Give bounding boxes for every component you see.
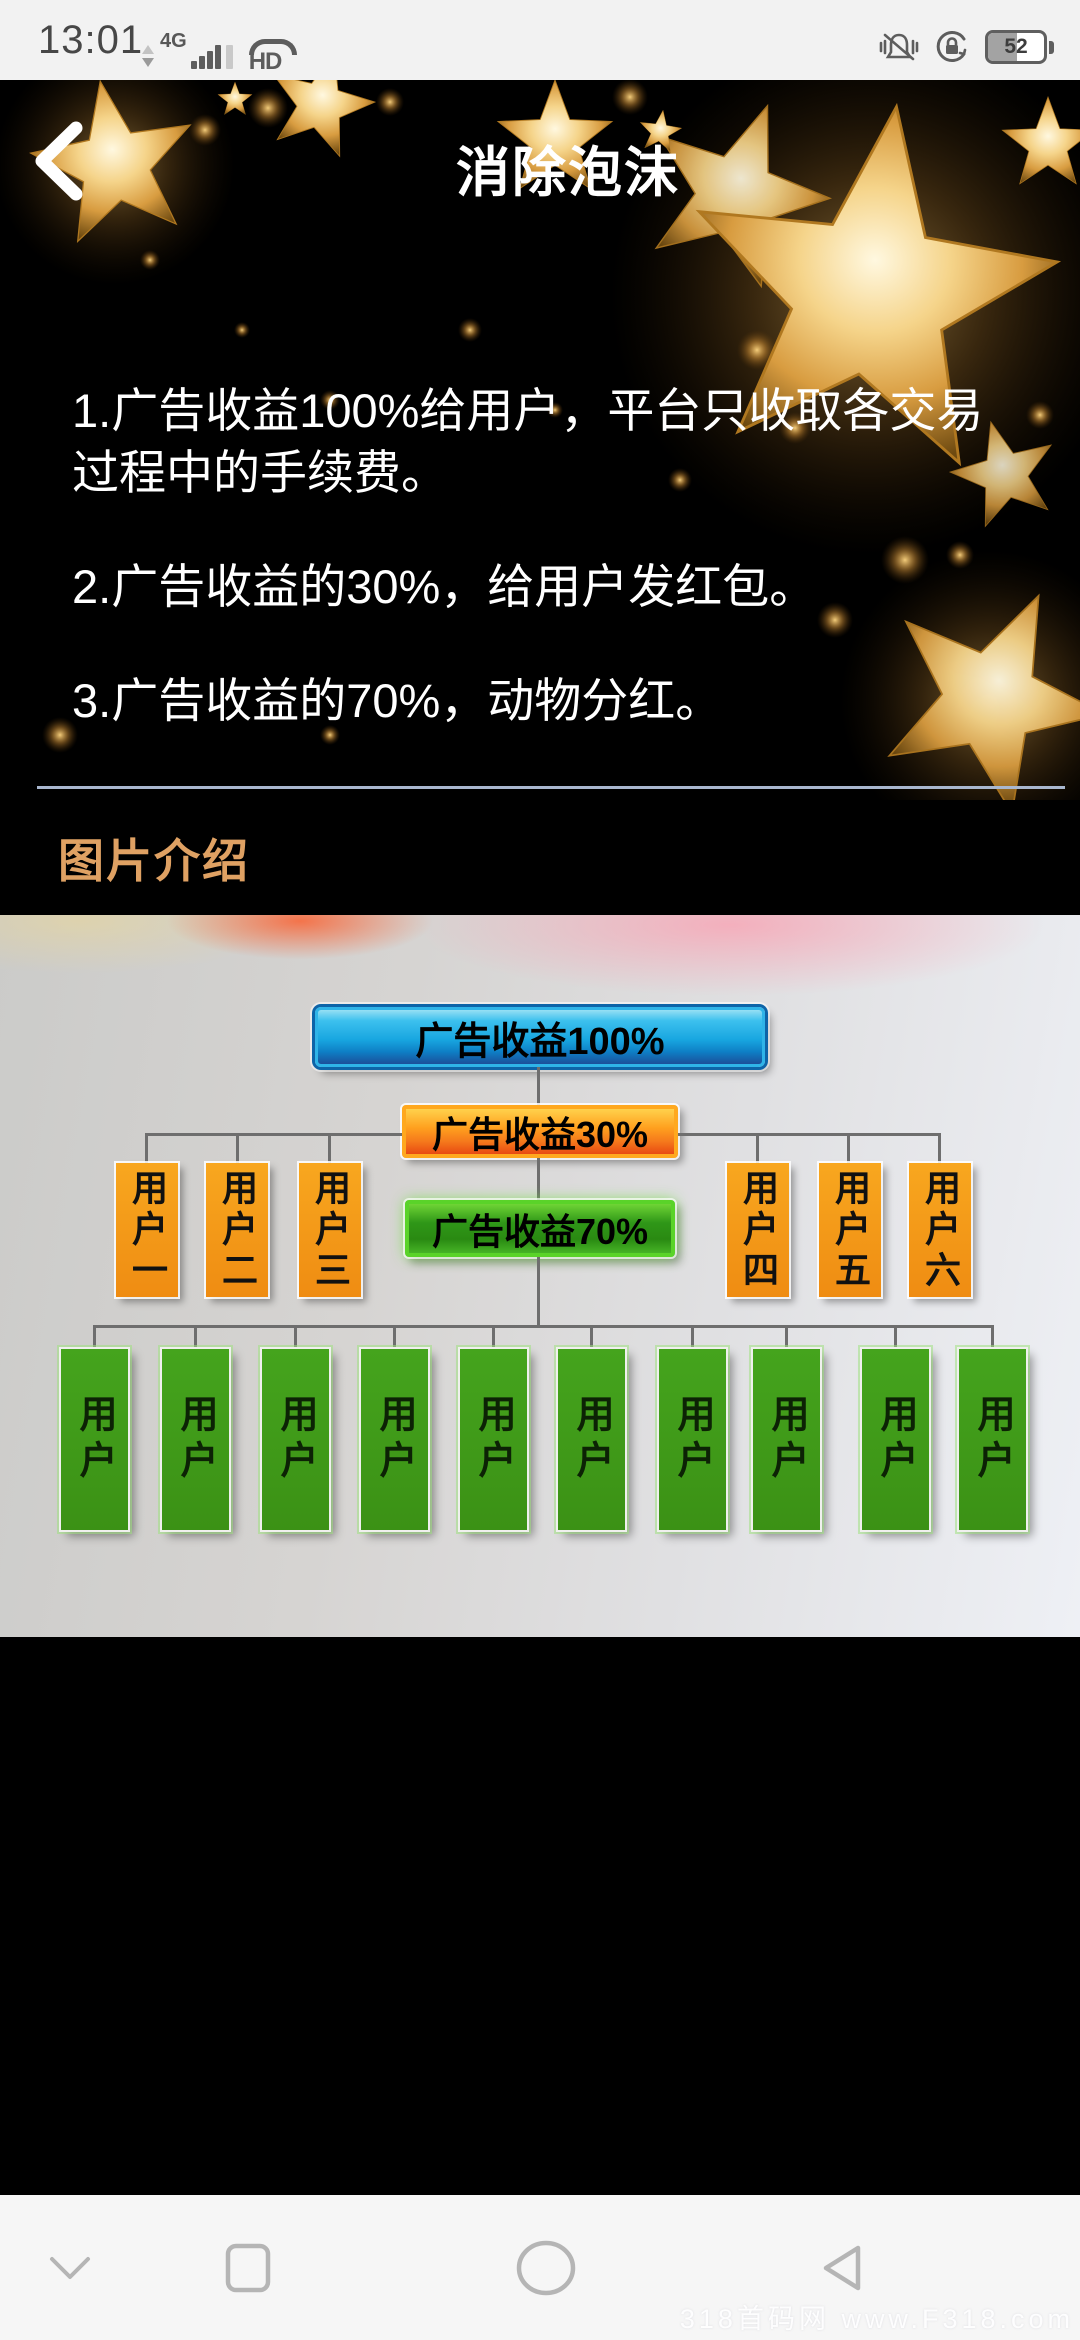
diagram-user-box: 用户三	[299, 1163, 361, 1297]
intro-text: 1.广告收益100%给用户，平台只收取各交易过程中的手续费。 2.广告收益的30…	[72, 380, 1006, 784]
clock: 13:01	[38, 18, 144, 62]
connector	[145, 1133, 148, 1163]
diagram-user-box: 用户	[361, 1349, 428, 1530]
watermark: 318首码网 www.F318.com	[679, 2304, 1074, 2334]
status-bar: 13:01 4G HD	[0, 0, 1080, 80]
diagram-user-box: 用户	[862, 1349, 929, 1530]
connector	[236, 1133, 239, 1163]
network-type-label: 4G	[160, 30, 187, 52]
diagram-root-label: 广告收益100%	[415, 1020, 665, 1063]
back-triangle-icon	[823, 2245, 861, 2290]
diagram-user-box: 用户	[460, 1349, 527, 1530]
diagram-user-box: 用户四	[727, 1163, 789, 1297]
connector	[991, 1325, 994, 1349]
navigation-bar: 318首码网 www.F318.com	[0, 2195, 1080, 2340]
diagram-user-box: 用户	[959, 1349, 1026, 1530]
connector	[847, 1133, 850, 1163]
diagram-level3-box: 广告收益70%	[405, 1200, 675, 1257]
recents-button[interactable]	[208, 2195, 288, 2340]
content-background	[0, 1637, 1080, 2195]
divider-line	[37, 786, 1065, 789]
diagram-user-box: 用户二	[206, 1163, 268, 1297]
diagram-user-box: 用户六	[909, 1163, 971, 1297]
diagram-level2-label: 广告收益30%	[431, 1113, 649, 1155]
diagram-user-box: 用户	[659, 1349, 726, 1530]
connector	[93, 1325, 96, 1349]
recents-square-icon	[225, 2243, 271, 2292]
diagram-user-box: 用户	[162, 1349, 229, 1530]
volte-hd-icon: HD	[241, 39, 307, 75]
battery-icon: 52	[985, 30, 1047, 64]
intro-paragraph: 2.广告收益的30%，给用户发红包。	[72, 560, 817, 613]
battery-tip	[1049, 40, 1054, 54]
diagram-user-box: 用户五	[819, 1163, 881, 1297]
connector	[94, 1325, 993, 1328]
app-bar: 消除泡沫	[0, 80, 1080, 240]
hide-navbar-button[interactable]	[30, 2195, 110, 2340]
battery-percent: 52	[1004, 35, 1028, 58]
connector	[393, 1325, 396, 1349]
connector	[537, 1158, 540, 1200]
vibrate-icon	[879, 33, 919, 61]
connector	[938, 1133, 941, 1163]
back-button[interactable]	[18, 116, 98, 206]
intro-paragraph: 1.广告收益100%给用户，平台只收取各交易过程中的手续费。	[72, 384, 984, 499]
connector	[328, 1133, 331, 1163]
home-circle-icon	[516, 2240, 576, 2295]
connector	[294, 1325, 297, 1349]
rotation-lock-icon	[936, 31, 967, 62]
diagram-level3-label: 广告收益70%	[431, 1210, 649, 1252]
diagram-user-box: 用户	[753, 1349, 820, 1530]
stars-background	[0, 80, 1080, 800]
diagram-user-box: 用户一	[116, 1163, 178, 1297]
section-title: 图片介绍	[58, 834, 250, 887]
connector	[537, 1257, 540, 1325]
diagram-root-box: 广告收益100%	[315, 1007, 765, 1067]
connector	[537, 1067, 540, 1105]
connector	[145, 1133, 402, 1136]
connector	[678, 1133, 940, 1136]
hero-section: 消除泡沫 1.广告收益100%给用户，平台只收取各交易过程中的手续费。 2.广告…	[0, 80, 1080, 800]
data-traffic-arrows-icon	[140, 43, 156, 69]
section-strip: 图片介绍	[0, 800, 1080, 915]
connector	[691, 1325, 694, 1349]
connector	[894, 1325, 897, 1349]
diagram-image[interactable]: 广告收益100% 广告收益30% 用户一 用户二 用户三 用户四 用户五 用户六…	[0, 915, 1080, 1637]
intro-paragraph: 3.广告收益的70%，动物分红。	[72, 674, 723, 727]
home-button[interactable]	[506, 2195, 586, 2340]
sim2-signal-icon	[225, 45, 233, 69]
chevron-down-icon	[50, 2256, 90, 2279]
diagram-user-box: 用户	[262, 1349, 329, 1530]
back-nav-button[interactable]	[802, 2195, 882, 2340]
connector	[590, 1325, 593, 1349]
connector	[785, 1325, 788, 1349]
page-title: 消除泡沫	[456, 143, 680, 203]
connector	[492, 1325, 495, 1349]
connector	[194, 1325, 197, 1349]
diagram-level2-box: 广告收益30%	[402, 1105, 678, 1158]
signal-bars-icon	[189, 45, 221, 69]
diagram-user-box: 用户	[558, 1349, 625, 1530]
diagram-user-box: 用户	[61, 1349, 128, 1530]
chevron-left-icon	[35, 121, 83, 201]
connector	[756, 1133, 759, 1163]
